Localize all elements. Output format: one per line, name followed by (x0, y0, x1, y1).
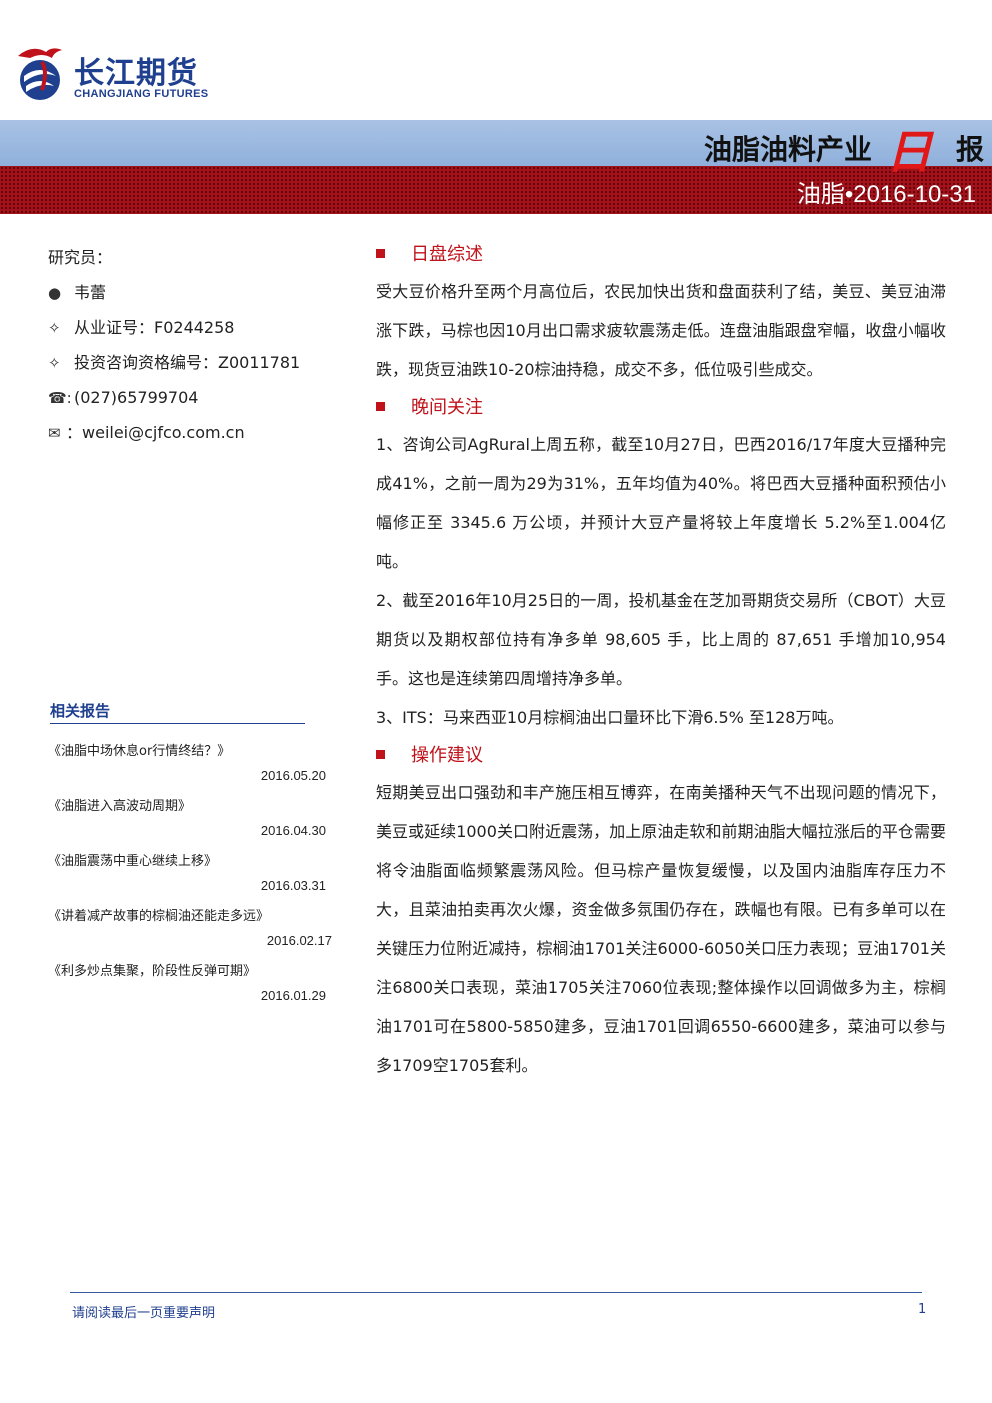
related-report-title: 《油脂进入高波动周期》 (48, 799, 192, 814)
logo-emblem-icon (18, 48, 62, 100)
section-heading-evening-focus: 晚间关注 (376, 389, 946, 423)
related-report-item[interactable]: 《油脂震荡中重心继续上移》 2016.03.31 (48, 848, 338, 903)
section-paragraph: 短期美豆出口强劲和丰产施压相互博弈，在南美播种天气不出现问题的情况下，美豆或延续… (376, 783, 946, 1075)
report-title-suffix: 报 (955, 133, 984, 166)
section-paragraph: 1、咨询公司AgRural上周五称，截至10月27日，巴西2016/17年度大豆… (376, 435, 946, 571)
related-report-item[interactable]: 《利多炒点集聚，阶段性反弹可期》 2016.01.29 (48, 958, 338, 1013)
report-title: 油脂油料产业 (703, 133, 872, 166)
company-logo: 长江期货 CHANGJIANG FUTURES (12, 42, 252, 106)
section-paragraph: 受大豆价格升至两个月高位后，农民加快出货和盘面获利了结，美豆、美豆油滞涨下跌，马… (376, 282, 946, 379)
header-red-band (0, 166, 992, 214)
section-heading-text: 日盘综述 (411, 244, 483, 265)
consult-number: 投资咨询资格编号：Z0011781 (74, 352, 301, 372)
section-paragraph: 3、ITS：马来西亚10月棕榈油出口量环比下滑6.5% 至128万吨。 (376, 708, 844, 727)
related-report-title: 《油脂震荡中重心继续上移》 (48, 854, 218, 869)
section-heading-daily-summary: 日盘综述 (376, 236, 946, 270)
email-prefix: ： (66, 422, 83, 442)
section-heading-text: 操作建议 (411, 745, 483, 766)
diamond-bullet-icon: ✧ (48, 318, 61, 337)
researcher-label-row: 研究员： (48, 240, 348, 275)
license-number: 从业证号：F0244258 (74, 317, 235, 337)
section-paragraph: 2、截至2016年10月25日的一周，投机基金在芝加哥期货交易所（CBOT）大豆… (376, 591, 946, 688)
phone-icon: ☎: (48, 388, 72, 407)
phone-number: (027)65799704 (74, 387, 199, 407)
email-address[interactable]: weilei@cjfco.com.cn (82, 422, 245, 442)
researcher-name-row: ● 韦蕾 (48, 275, 348, 310)
envelope-icon: ✉ (48, 423, 61, 442)
related-reports-heading: 相关报告 (50, 700, 305, 724)
email-row: ✉ ： weilei@cjfco.com.cn (48, 415, 348, 450)
header-blue-band (0, 120, 992, 166)
related-report-title: 《利多炒点集聚，阶段性反弹可期》 (48, 964, 257, 979)
diamond-bullet-icon: ✧ (48, 353, 61, 372)
red-square-bullet-icon (376, 749, 385, 759)
report-body: 日盘综述 受大豆价格升至两个月高位后，农民加快出货和盘面获利了结，美豆、美豆油滞… (376, 236, 946, 1085)
consult-row: ✧ 投资咨询资格编号：Z0011781 (48, 345, 348, 380)
related-report-date: 2016.01.29 (260, 988, 326, 1003)
logo-chinese-text: 长江期货 (74, 56, 198, 91)
related-report-date: 2016.03.31 (260, 878, 326, 893)
logo-english-text: CHANGJIANG FUTURES (74, 88, 209, 100)
related-report-item[interactable]: 《油脂中场休息or行情终结？》 2016.05.20 (48, 738, 338, 793)
researcher-name: 韦蕾 (74, 282, 107, 302)
related-report-item[interactable]: 《讲着减产故事的棕榈油还能走多远》 2016.02.17 (48, 903, 338, 958)
license-row: ✧ 从业证号：F0244258 (48, 310, 348, 345)
section-heading-text: 晚间关注 (411, 397, 483, 418)
related-reports-list: 《油脂中场休息or行情终结？》 2016.05.20 《油脂进入高波动周期》 2… (48, 738, 338, 1013)
report-title-day-character: 日 (886, 125, 932, 179)
page-number: 1 (918, 1302, 927, 1317)
related-report-date: 2016.04.30 (260, 823, 326, 838)
footer-divider (70, 1292, 922, 1293)
researcher-info: 研究员： ● 韦蕾 ✧ 从业证号：F0244258 ✧ 投资咨询资格编号：Z00… (48, 240, 348, 450)
red-square-bullet-icon (376, 401, 385, 411)
phone-row: ☎: (027)65799704 (48, 380, 348, 415)
person-icon: ● (48, 283, 62, 302)
related-report-date: 2016.05.20 (260, 768, 326, 783)
researcher-label: 研究员： (48, 247, 113, 267)
section-heading-operation-advice: 操作建议 (376, 737, 946, 771)
related-report-item[interactable]: 《油脂进入高波动周期》 2016.04.30 (48, 793, 338, 848)
footer-disclaimer-note: 请阅读最后一页重要声明 (72, 1306, 216, 1321)
report-subtitle-date: 油脂•2016-10-31 (796, 181, 976, 208)
related-report-title: 《讲着减产故事的棕榈油还能走多远》 (48, 909, 270, 924)
related-report-date: 2016.02.17 (266, 933, 332, 948)
red-square-bullet-icon (376, 248, 385, 258)
related-report-title: 《油脂中场休息or行情终结？》 (48, 744, 231, 759)
